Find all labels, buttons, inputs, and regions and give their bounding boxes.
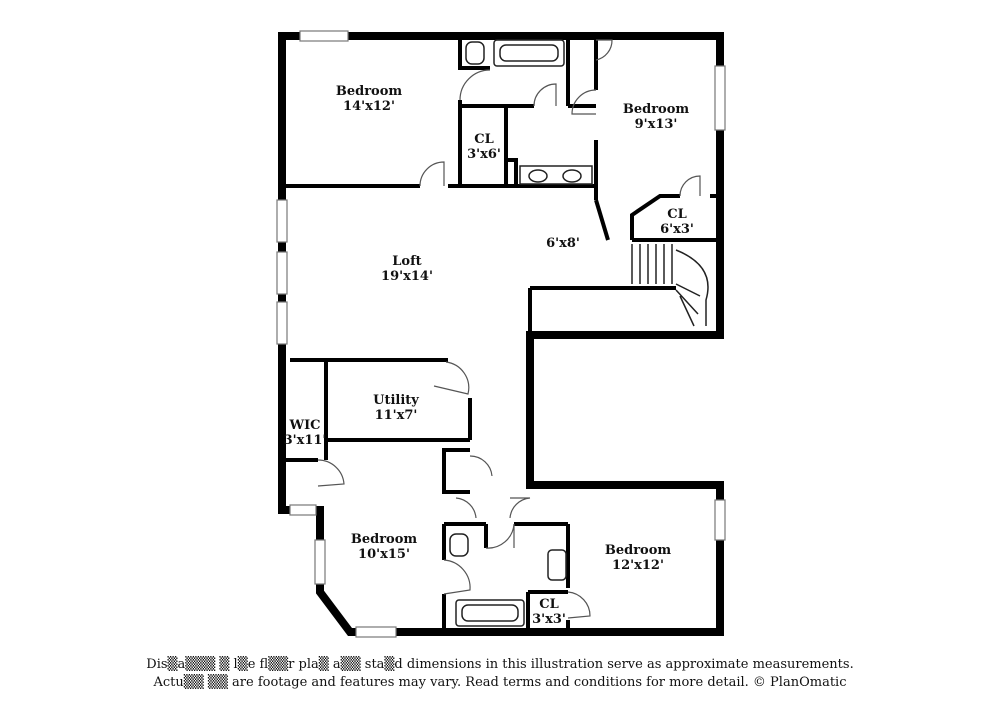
room-dims: 14'x12': [343, 99, 395, 114]
room-loft: Loft 19'x14': [381, 254, 433, 284]
room-name: Bedroom: [622, 102, 690, 117]
room-bedroom-sw: Bedroom 10'x15': [351, 532, 417, 562]
room-name: Bedroom: [350, 532, 418, 547]
room-dims: 6'x3': [660, 222, 694, 237]
room-name: Bedroom: [604, 543, 672, 558]
doors: [317, 39, 701, 619]
room-bedroom-nw: Bedroom 14'x12': [336, 84, 402, 114]
room-hall: 6'x8': [546, 236, 580, 251]
room-dims: 11'x7': [374, 408, 418, 423]
room-closet-se: CL 3'x3': [532, 597, 566, 627]
room-dims: 3'x3': [532, 612, 566, 627]
fixtures: [449, 39, 709, 627]
room-dims: 9'x13': [634, 117, 678, 132]
interior-walls: [286, 36, 716, 628]
room-name: CL: [474, 132, 494, 147]
room-closet-ne: CL 6'x3': [660, 207, 694, 237]
disclaimer-line-1: Dis▒a▒▒▒ ▒ l▒e fl▒▒r pla▒ a▒▒ sta▒d dime…: [146, 657, 854, 672]
room-dims: 3'x6': [467, 147, 501, 162]
room-dims: 3'x11': [283, 433, 327, 448]
room-name: Bedroom: [335, 84, 403, 99]
disclaimer-line-2: Actu▒▒ ▒▒ are footage and features may v…: [153, 675, 847, 690]
room-name: CL: [539, 597, 559, 612]
room-closet-top: CL 3'x6': [467, 132, 501, 162]
room-dims: 6'x8': [546, 236, 580, 251]
room-dims: 19'x14': [381, 269, 433, 284]
room-name: WIC: [289, 418, 321, 433]
room-utility: Utility 11'x7': [373, 393, 419, 423]
room-name: Utility: [373, 393, 419, 408]
room-bedroom-ne: Bedroom 9'x13': [623, 102, 689, 132]
room-bedroom-se: Bedroom 12'x12': [605, 543, 671, 573]
room-wic: WIC 3'x11': [284, 418, 327, 448]
disclaimer: Dis▒a▒▒▒ ▒ l▒e fl▒▒r pla▒ a▒▒ sta▒d dime…: [0, 656, 1000, 692]
room-name: Loft: [392, 254, 422, 269]
room-name: CL: [667, 207, 687, 222]
room-dims: 12'x12': [612, 558, 664, 573]
room-dims: 10'x15': [358, 547, 410, 562]
windows: [276, 30, 726, 638]
